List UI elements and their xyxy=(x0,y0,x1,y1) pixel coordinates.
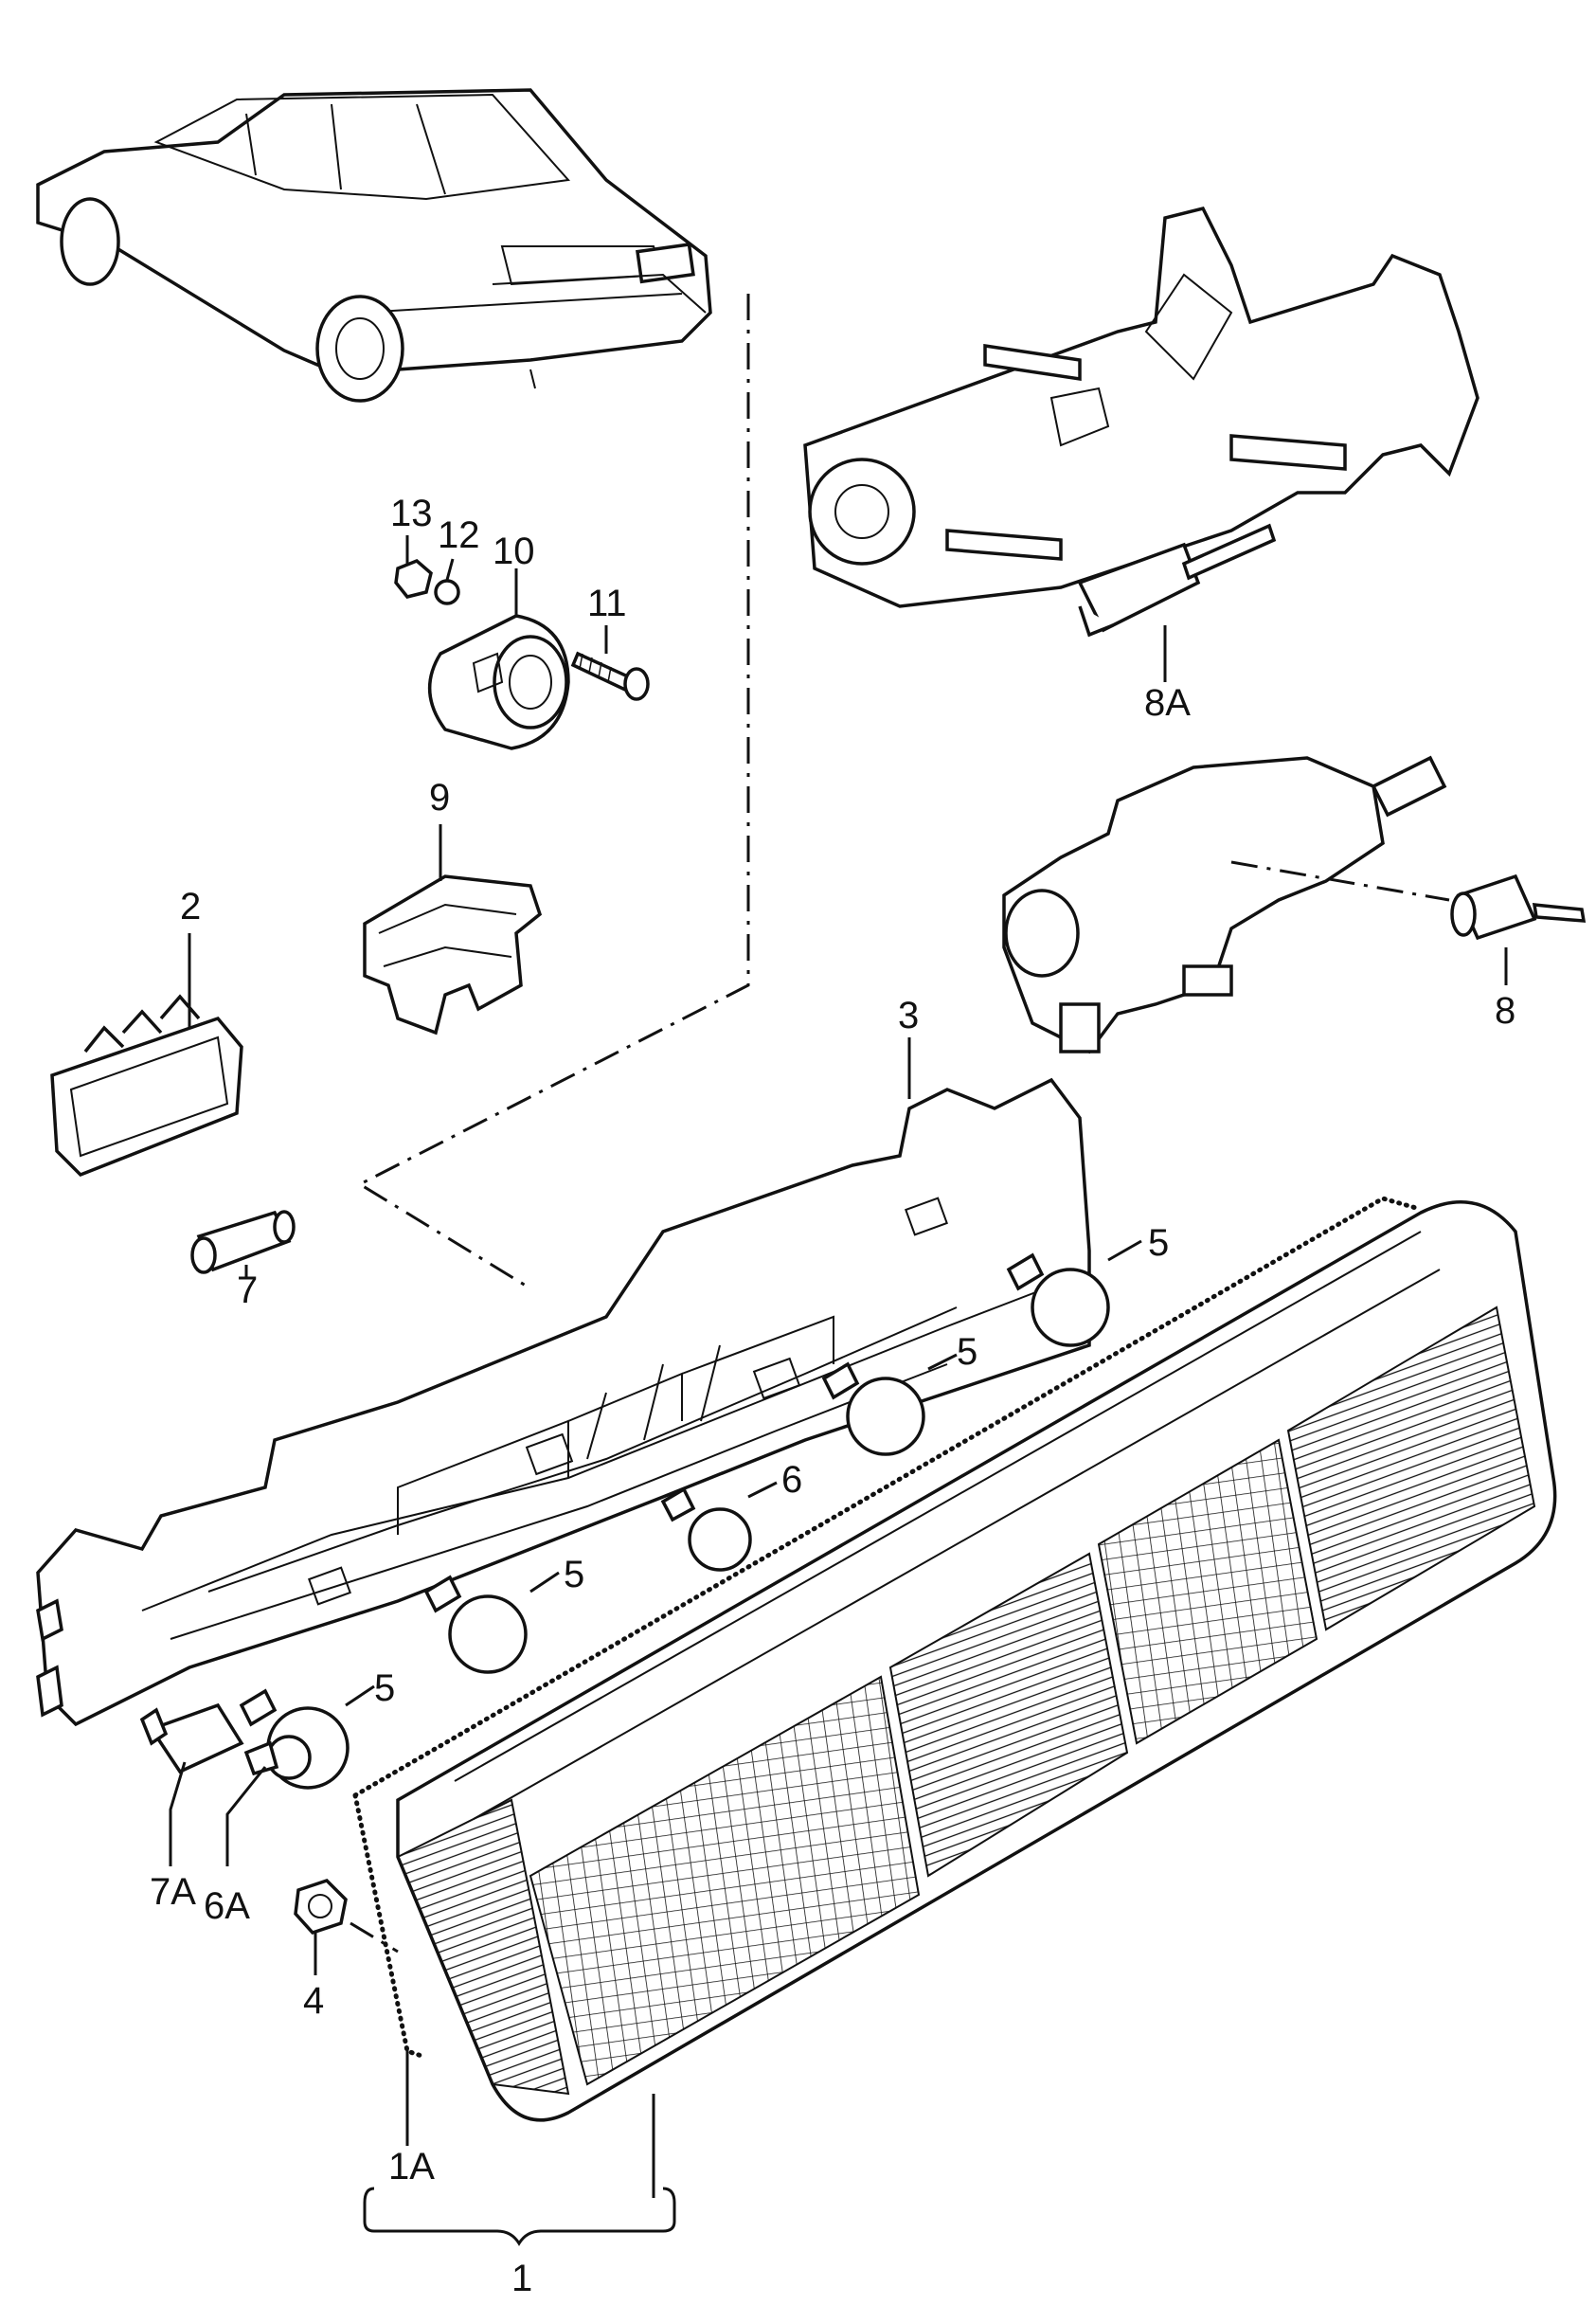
callout-2: 2 xyxy=(180,886,201,927)
leader-dashdot-car xyxy=(356,294,750,1290)
callout-4: 4 xyxy=(303,1980,324,2022)
part-9-bracket xyxy=(363,874,543,1035)
part-12-washer xyxy=(434,579,460,605)
part-1A-gasket xyxy=(352,1196,1419,2059)
callout-6A: 6A xyxy=(204,1885,250,1927)
callout-5c: 5 xyxy=(564,1554,584,1595)
part-7A-bulb-holder xyxy=(139,1702,244,1774)
part-13-nut xyxy=(394,558,433,599)
part-8A-switch xyxy=(1077,523,1277,638)
callout-labels: 13 12 10 11 9 2 7 3 5 5 6 5 5 8A 8 7A 6A… xyxy=(150,493,1515,2299)
callout-13: 13 xyxy=(390,493,433,534)
callout-7A: 7A xyxy=(150,1871,196,1913)
leader-dashdot-switch xyxy=(1230,860,1450,902)
car-illustration xyxy=(36,88,712,403)
part-10-socket-cap xyxy=(428,614,570,750)
callout-1A: 1A xyxy=(388,2146,435,2188)
part-5-bulb-3 xyxy=(423,1575,528,1674)
part-1-tail-light xyxy=(396,1200,1557,2122)
callout-10: 10 xyxy=(493,531,535,572)
part-4-nut xyxy=(294,1878,348,1936)
leader-lines xyxy=(169,535,1508,2246)
part-5-bulb-2 xyxy=(821,1361,925,1456)
part-11-screw xyxy=(570,651,650,701)
callout-7: 7 xyxy=(237,1270,258,1311)
leader-dashdot-nut xyxy=(350,1921,399,1954)
callout-5a: 5 xyxy=(1148,1222,1169,1264)
pedal-bracket xyxy=(803,206,1479,608)
callout-5b: 5 xyxy=(957,1331,977,1373)
callout-6: 6 xyxy=(781,1459,802,1501)
callout-11: 11 xyxy=(587,583,627,624)
callout-5d: 5 xyxy=(374,1667,395,1709)
callout-9: 9 xyxy=(429,777,450,819)
part-2-cover xyxy=(50,994,243,1178)
callout-3: 3 xyxy=(898,995,919,1036)
part-6A-bulb xyxy=(243,1735,312,1780)
callout-8A: 8A xyxy=(1144,682,1191,724)
master-cylinder xyxy=(1002,755,1447,1054)
callout-1: 1 xyxy=(511,2258,532,2299)
part-8-pressure-switch xyxy=(1450,873,1587,941)
callout-8: 8 xyxy=(1495,990,1515,1032)
callout-12: 12 xyxy=(438,514,480,556)
part-6-bulb xyxy=(660,1486,752,1572)
part-5-bulb-1 xyxy=(1006,1252,1110,1347)
part-7-bulb xyxy=(190,1210,296,1274)
